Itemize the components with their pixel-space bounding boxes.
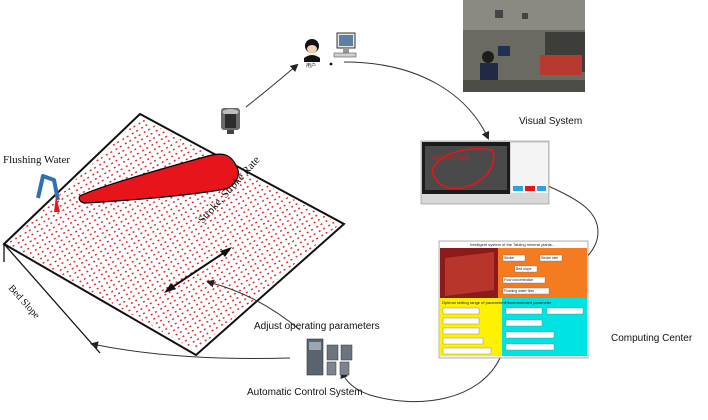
stroke-arrow bbox=[164, 247, 232, 293]
control-hardware-icon bbox=[306, 338, 353, 376]
computing-left-title: Optimal setting range of parameters bbox=[442, 300, 506, 305]
flushing-water-label: Flushing Water bbox=[3, 154, 71, 166]
visual-overlay-text: Rhenium Strip bbox=[432, 156, 471, 162]
computing-field-label: Flow concentration bbox=[504, 278, 534, 282]
computing-center-screen bbox=[438, 240, 589, 359]
computing-field-label: Stroke bbox=[504, 256, 515, 260]
lab-photo bbox=[463, 0, 585, 92]
adjust-parameters-label: Adjust operating parameters bbox=[254, 321, 380, 332]
camera-icon bbox=[221, 108, 240, 134]
computing-field-label: Flushing water flow bbox=[504, 289, 534, 293]
computing-field-label: Stroke rate bbox=[541, 256, 559, 260]
computing-screen-title: Intelligent system of the Tabling minera… bbox=[470, 242, 556, 247]
arrow-control-to-table-stroke bbox=[206, 279, 301, 331]
user-icon bbox=[304, 39, 320, 62]
concentrate-band bbox=[78, 153, 239, 204]
arrow-computing-to-control bbox=[340, 357, 501, 403]
user-label: 用户 bbox=[306, 63, 317, 69]
arrow-control-to-table-slope bbox=[90, 341, 291, 359]
computer-icon bbox=[329, 32, 357, 66]
table-dot-pattern bbox=[7, 118, 340, 351]
arrow-visual-to-computing bbox=[547, 185, 599, 265]
bed-slope-line bbox=[3, 243, 101, 354]
visual-system-label: Visual System bbox=[519, 116, 583, 127]
shaking-table bbox=[2, 112, 346, 357]
computing-center-label: Computing Center bbox=[611, 333, 693, 344]
computing-field-label: Bed slope bbox=[516, 267, 532, 271]
flow-arrows bbox=[90, 61, 599, 403]
flushing-water-pipe bbox=[36, 174, 60, 212]
automatic-control-label: Automatic Control System bbox=[247, 387, 363, 398]
computing-right-title: Recommended parameter bbox=[505, 300, 552, 305]
visual-system-screen: Rhenium Strip bbox=[420, 140, 550, 205]
arrow-user-to-visual bbox=[343, 61, 490, 140]
arrow-camera-to-user bbox=[245, 63, 299, 108]
